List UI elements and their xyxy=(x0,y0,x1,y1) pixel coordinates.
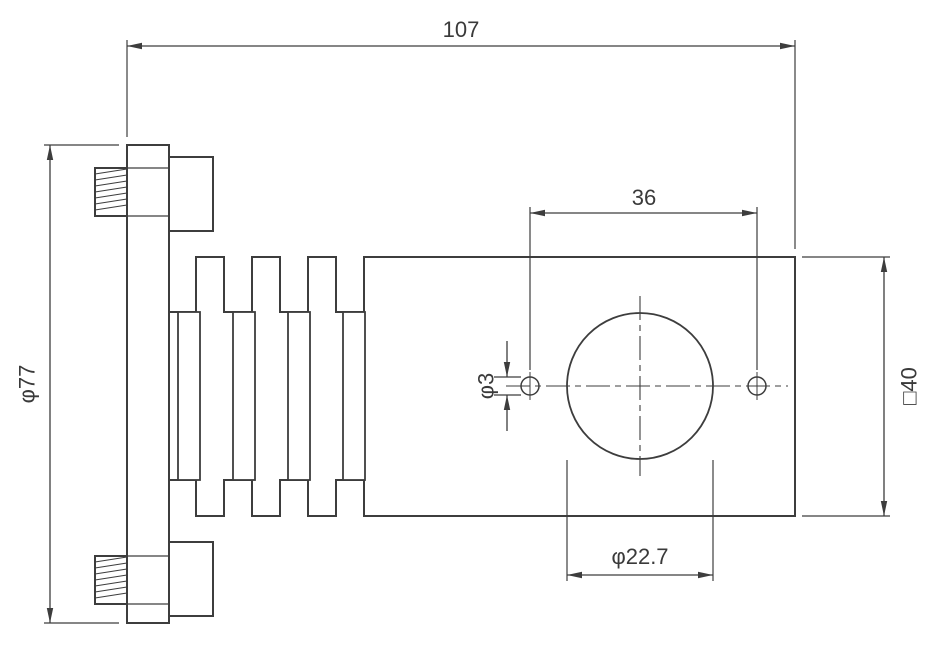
dim-label-mount-hole-spacing: 36 xyxy=(632,185,656,210)
arrowhead-right-icon xyxy=(742,209,757,217)
dim-label-overall-length: 107 xyxy=(443,17,480,42)
fin-bar xyxy=(287,311,311,481)
dim-label-center-hole-diameter: φ22.7 xyxy=(611,544,668,569)
arrowhead-left-icon xyxy=(567,571,582,579)
dim-label-flange-diameter: φ77 xyxy=(15,365,40,404)
dim-plate-square-size: □40 xyxy=(802,256,922,517)
dim-label-plate-square-size: □40 xyxy=(897,367,922,405)
arrowhead-down-icon xyxy=(46,608,54,623)
dim-center-hole-diameter: φ22.7 xyxy=(566,460,714,581)
boss-bottom xyxy=(168,541,214,617)
dim-mount-hole-spacing: 36 xyxy=(529,185,758,370)
dim-label-mount-hole-diameter: φ3 xyxy=(474,373,499,400)
flange-through-hole-lines xyxy=(127,167,169,605)
arrowhead-up-icon xyxy=(880,257,888,272)
dim-mount-hole-diameter: φ3 xyxy=(474,341,521,431)
fin-bar xyxy=(342,311,366,481)
arrowhead-right-icon xyxy=(780,42,795,50)
fin-bar xyxy=(232,311,256,481)
arrowhead-left-icon xyxy=(530,209,545,217)
part-side-view xyxy=(94,144,796,624)
dim-flange-diameter: φ77 xyxy=(15,144,119,624)
boss-top xyxy=(168,156,214,232)
arrowhead-down-icon xyxy=(503,362,511,377)
flange-plate xyxy=(126,144,170,624)
fin-bar xyxy=(177,311,201,481)
arrowhead-down-icon xyxy=(880,501,888,516)
screw-stud-bottom-threads xyxy=(94,556,128,599)
dim-overall-length: 107 xyxy=(126,17,796,249)
screw-stud-top-threads xyxy=(94,168,128,211)
arrowhead-up-icon xyxy=(46,145,54,160)
arrowhead-right-icon xyxy=(698,571,713,579)
arrowhead-up-icon xyxy=(503,395,511,410)
arrowhead-left-icon xyxy=(127,42,142,50)
